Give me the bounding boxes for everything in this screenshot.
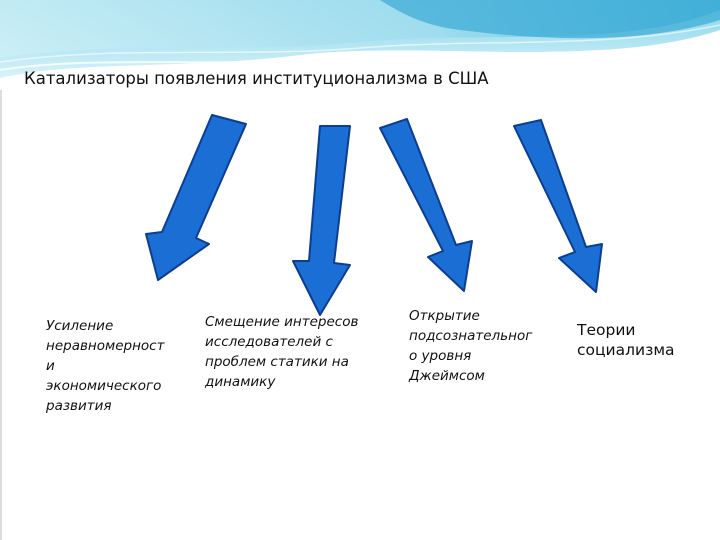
slide-title: Катализаторы появления институционализма… <box>24 69 489 88</box>
arrow-1-icon <box>145 114 247 281</box>
left-edge-line <box>0 90 2 540</box>
arrow-3-icon <box>379 118 473 292</box>
catalyst-item-3: Открытие подсознательног о уровня Джеймс… <box>409 308 533 384</box>
arrow-2-icon <box>292 125 351 316</box>
arrow-4-icon <box>513 119 603 293</box>
banner-wave-decoration <box>0 0 720 90</box>
catalyst-item-2: Смещение интересов исследователей с проб… <box>205 314 359 390</box>
catalyst-item-1: Усиление неравномерност и экономического… <box>46 318 165 414</box>
catalyst-item-4: Теории социализма <box>577 321 675 359</box>
